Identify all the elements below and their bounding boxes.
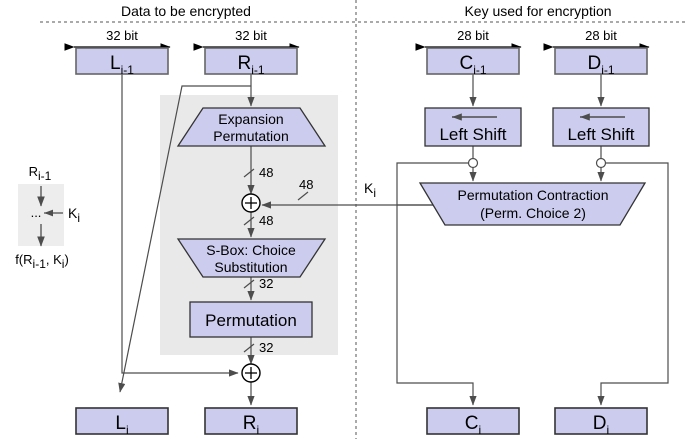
svg-text:Ri-1: Ri-1 — [237, 53, 264, 77]
box-c-prev[interactable]: Ci-1 — [426, 47, 520, 77]
contraction-line2: (Perm. Choice 2) — [480, 205, 586, 221]
header-data-section: Data to be encrypted — [121, 3, 251, 19]
legend-key-label: Ki — [68, 205, 80, 225]
box-l-prev[interactable]: Li-1 — [75, 47, 169, 77]
svg-text:Ci: Ci — [465, 413, 481, 437]
box-d-prev[interactable]: Di-1 — [554, 47, 648, 77]
permutation-label: Permutation — [205, 311, 297, 330]
left-shift-2-label: Left Shift — [567, 125, 634, 144]
legend-input-label: Ri-1 — [29, 164, 52, 183]
wirelabel-perm-out: 32 — [259, 340, 273, 355]
bit-label-l: 32 bit — [106, 28, 138, 43]
expansion-line2: Permutation — [213, 128, 288, 144]
wirelabel-subkey-bits: 48 — [299, 177, 313, 192]
wire-rprev-to-lnext — [118, 85, 251, 393]
box-d-next[interactable]: Di — [554, 407, 648, 437]
bit-label-r: 32 bit — [235, 28, 267, 43]
legend-f-function: Ri-1 ... Ki f(Ri-1, Ki) — [15, 164, 80, 271]
bit-measure-c: 28 bit — [415, 28, 522, 51]
bit-measure-d: 28 bit — [543, 28, 650, 51]
wirelabel-xor-out: 48 — [259, 213, 273, 228]
box-left-shift-1[interactable]: Left Shift — [424, 107, 522, 147]
box-left-shift-2[interactable]: Left Shift — [552, 107, 650, 147]
wire-djunction-to-dnext — [597, 162, 669, 406]
xor-gate-output — [241, 363, 261, 383]
box-c-next[interactable]: Ci — [426, 407, 520, 437]
slash-perm-out — [243, 343, 255, 353]
legend-output-label: f(Ri-1, Ki) — [15, 252, 69, 271]
header-key-section: Key used for encryption — [464, 3, 611, 19]
xor-gate-subkey — [241, 193, 261, 213]
contraction-line1: Permutation Contraction — [458, 187, 609, 203]
wire-cjunction-to-cnext — [396, 162, 477, 406]
svg-text:Ri: Ri — [243, 413, 259, 437]
legend-dots: ... — [31, 205, 42, 220]
svg-text:Li-1: Li-1 — [110, 53, 134, 77]
left-shift-1-label: Left Shift — [439, 125, 506, 144]
bit-label-c: 28 bit — [457, 28, 489, 43]
svg-text:Di-1: Di-1 — [587, 53, 614, 77]
box-l-next[interactable]: Li — [75, 407, 169, 437]
sbox-line1: S-Box: Choice — [206, 242, 296, 258]
shape-permutation-contraction[interactable]: Permutation Contraction (Perm. Choice 2) — [418, 182, 647, 226]
wire-lprev-to-xor — [121, 74, 239, 377]
bit-measure-l: 32 bit — [64, 28, 171, 51]
box-r-prev[interactable]: Ri-1 — [204, 47, 298, 77]
bit-label-d: 28 bit — [585, 28, 617, 43]
bit-measure-r: 32 bit — [193, 28, 300, 51]
junction-dot-icon-d — [595, 157, 607, 169]
expansion-line1: Expansion — [218, 111, 283, 127]
shape-permutation[interactable]: Permutation — [189, 301, 313, 338]
svg-text:Ci-1: Ci-1 — [459, 53, 486, 77]
wirelabel-expansion-out: 48 — [259, 165, 273, 180]
slash-xor-out — [243, 216, 255, 226]
slash-subkey — [297, 191, 309, 201]
svg-text:Li: Li — [115, 413, 128, 437]
shape-sbox-choice-substitution[interactable]: S-Box: Choice Substitution — [176, 238, 327, 278]
svg-text:Di: Di — [593, 413, 609, 437]
wirelabel-sbox-out: 32 — [259, 276, 273, 291]
shape-expansion-permutation[interactable]: Expansion Permutation — [176, 107, 327, 147]
slash-expansion-out — [243, 168, 255, 178]
slash-sbox-out — [243, 279, 255, 289]
sbox-line2: Substitution — [214, 259, 287, 275]
junction-dot-icon-c — [467, 157, 479, 169]
box-r-next[interactable]: Ri — [204, 407, 298, 437]
subkey-label: Ki — [364, 180, 376, 200]
